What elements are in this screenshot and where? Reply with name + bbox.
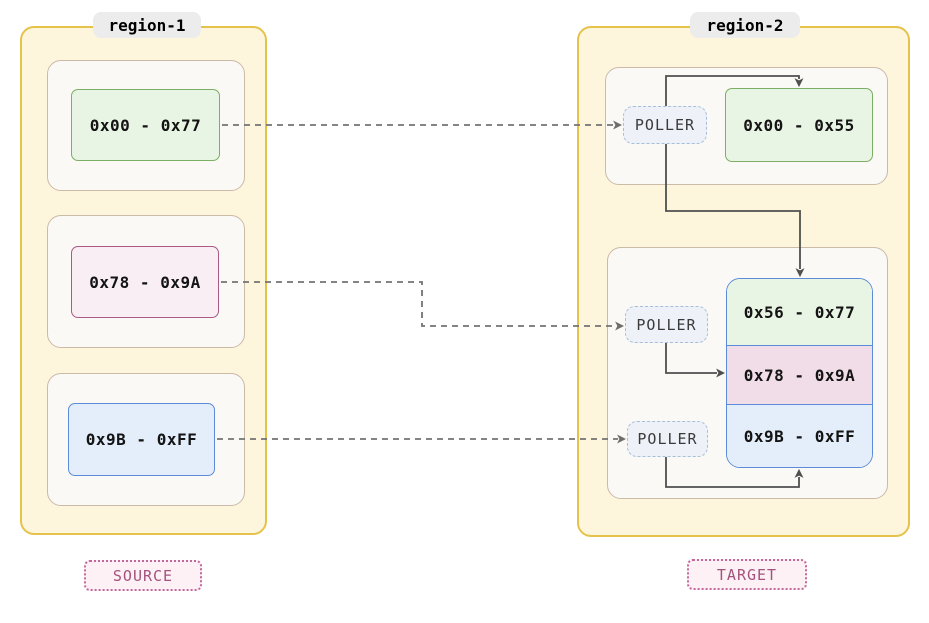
target-role-label: TARGET bbox=[687, 559, 807, 590]
edge-source2-to-poller2 bbox=[221, 281, 625, 331]
source-range-0x78-0x9A: 0x78 - 0x9A bbox=[71, 246, 219, 318]
target-range-stack: 0x56 - 0x77 0x78 - 0x9A 0x9B - 0xFF bbox=[726, 278, 873, 468]
source-role-label: SOURCE bbox=[84, 560, 202, 591]
target-range-0x78-0x9A: 0x78 - 0x9A bbox=[727, 346, 872, 405]
target-range-0x9B-0xFF: 0x9B - 0xFF bbox=[727, 405, 872, 467]
poller-1: POLLER bbox=[623, 106, 707, 144]
source-range-0x00-0x77: 0x00 - 0x77 bbox=[71, 89, 220, 161]
poller-2: POLLER bbox=[625, 306, 708, 343]
source-range-0x9B-0xFF: 0x9B - 0xFF bbox=[68, 403, 215, 476]
region-2-title: region-2 bbox=[690, 12, 800, 38]
target-range-0x00-0x55: 0x00 - 0x55 bbox=[725, 88, 873, 162]
region-1-title: region-1 bbox=[93, 12, 201, 38]
poller-3: POLLER bbox=[627, 421, 708, 457]
target-range-0x56-0x77: 0x56 - 0x77 bbox=[727, 279, 872, 346]
